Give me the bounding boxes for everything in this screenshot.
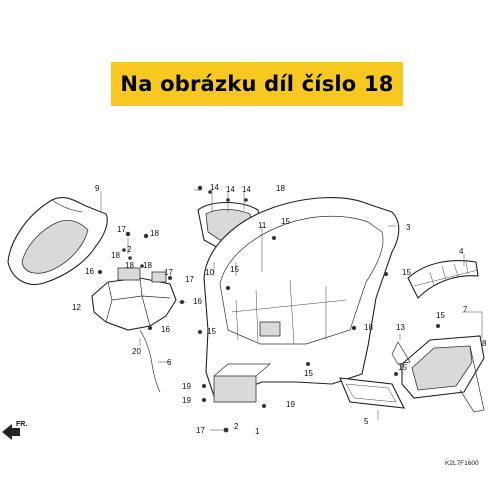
part-small-rod <box>391 341 411 365</box>
part-ribbed-cover <box>407 260 479 299</box>
callout-15-d: 15 <box>436 311 445 320</box>
callout-14c: 14 <box>242 185 251 194</box>
callout-15-g: 15 <box>304 369 313 378</box>
callout-labels: 9 14 14 14 18 3 17 18 2 18 16 18 18 17 1… <box>72 183 487 436</box>
callout-16-c: 16 <box>161 325 170 334</box>
callout-4: 4 <box>459 247 464 256</box>
callout-17-c: 17 <box>164 268 173 277</box>
callout-14a: 14 <box>210 183 219 192</box>
callout-18-c: 18 <box>111 251 120 260</box>
diagram-code: K2L7F1600 <box>445 460 479 467</box>
callout-3: 3 <box>406 223 411 232</box>
part-seat-cover <box>7 197 108 285</box>
callout-19-b: 19 <box>182 396 191 405</box>
callout-9: 9 <box>95 184 100 193</box>
title-banner: Na obrázku díl číslo 18 <box>111 62 403 106</box>
leader-lines <box>100 189 483 431</box>
fasteners <box>98 185 440 433</box>
callout-6: 6 <box>167 358 172 367</box>
callout-18-d: 18 <box>125 261 134 270</box>
callout-10: 10 <box>205 268 214 277</box>
part-inner-panel <box>91 267 177 331</box>
callout-8: 8 <box>482 339 487 348</box>
callout-5: 5 <box>364 417 369 426</box>
callout-18-f: 18 <box>364 323 373 332</box>
callout-20: 20 <box>132 347 141 356</box>
callout-18-b: 18 <box>150 229 159 238</box>
callout-16-b: 16 <box>193 297 202 306</box>
callout-12: 12 <box>72 303 81 312</box>
callout-11: 11 <box>258 221 267 230</box>
callout-15-e: 15 <box>207 327 216 336</box>
callout-17-a: 17 <box>117 225 126 234</box>
callout-17-d: 17 <box>196 426 205 435</box>
callout-1: 1 <box>255 427 260 436</box>
front-direction-arrow: FR. <box>2 421 27 440</box>
callout-14b: 14 <box>226 185 235 194</box>
title-text: Na obrázku díl číslo 18 <box>120 72 394 96</box>
part-side-lid <box>401 335 485 413</box>
part-storage-box <box>203 197 400 403</box>
callout-19-c: 19 <box>286 400 295 409</box>
callout-15-b: 15 <box>230 265 239 274</box>
callout-19-a: 19 <box>182 382 191 391</box>
callout-2-b: 2 <box>234 422 239 431</box>
direction-label: FR. <box>16 421 27 428</box>
callout-17-b: 17 <box>185 275 194 284</box>
callout-13: 13 <box>396 323 405 332</box>
callout-7: 7 <box>463 305 468 314</box>
part-drain-tube <box>139 329 161 393</box>
callout-15-c: 15 <box>402 268 411 277</box>
callout-18-e: 18 <box>143 261 152 270</box>
callout-15-a: 15 <box>281 217 290 226</box>
callout-15-f: 15 <box>398 363 407 372</box>
callout-16-a: 16 <box>85 267 94 276</box>
callout-2-a: 2 <box>127 245 132 254</box>
callout-18-top: 18 <box>276 184 285 193</box>
part-gasket <box>339 377 405 409</box>
